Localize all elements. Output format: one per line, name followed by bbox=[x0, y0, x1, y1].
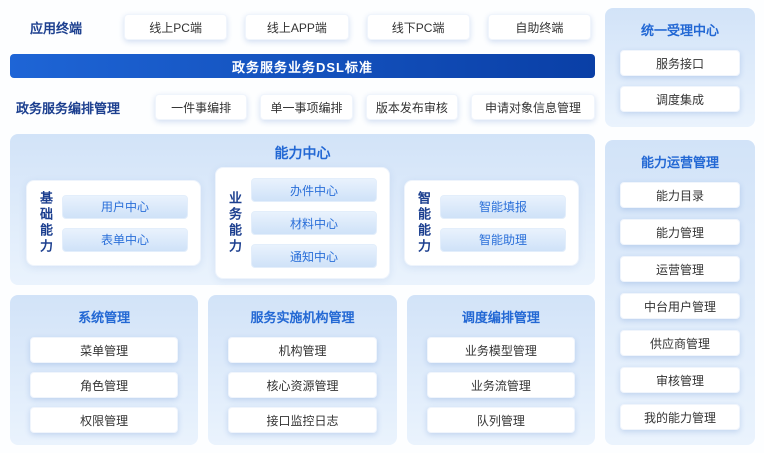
terminals-label: 应用终端 bbox=[30, 20, 83, 36]
terminal-item-self-service: 自助终端 bbox=[487, 14, 591, 40]
module-queue-management: 队列管理 bbox=[426, 407, 575, 433]
group-label-intelligent: 智能能力 bbox=[416, 191, 431, 255]
terminal-item-online-app: 线上APP端 bbox=[245, 14, 349, 40]
panel-items: 服务接口 调度集成 bbox=[620, 50, 740, 112]
module-business-model-management: 业务模型管理 bbox=[426, 337, 575, 363]
capability-group-business: 业务能力 办件中心 材料中心 通知中心 bbox=[215, 167, 390, 279]
bottom-panels-row: 系统管理 菜单管理 角色管理 权限管理 服务实施机构管理 机构管理 核心资源管理… bbox=[10, 295, 595, 445]
module-dispatch-integration: 调度集成 bbox=[620, 86, 740, 112]
panel-title: 系统管理 bbox=[78, 310, 131, 325]
panel-title: 能力运营管理 bbox=[640, 155, 719, 170]
module-capability-catalog: 能力目录 bbox=[620, 182, 740, 208]
panel-title: 统一受理中心 bbox=[640, 23, 719, 38]
main-column: 应用终端 线上PC端 线上APP端 线下PC端 自助终端 政务服务业务DSL标准… bbox=[10, 8, 595, 445]
panel-title: 服务实施机构管理 bbox=[250, 310, 355, 325]
group-items: 办件中心 材料中心 通知中心 bbox=[251, 178, 377, 268]
orchestration-item-single-matter: 单一事项编排 bbox=[260, 94, 353, 120]
panel-schedule-orchestration: 调度编排管理 业务模型管理 业务流管理 队列管理 bbox=[406, 295, 595, 445]
orchestration-item-applicant-info: 申请对象信息管理 bbox=[471, 94, 595, 120]
module-midplatform-user-management: 中台用户管理 bbox=[620, 293, 740, 319]
panel-system-management: 系统管理 菜单管理 角色管理 权限管理 bbox=[10, 295, 199, 445]
panel-capability-operations: 能力运营管理 能力目录 能力管理 运营管理 中台用户管理 供应商管理 审核管理 … bbox=[605, 140, 755, 445]
capability-group-basic: 基础能力 用户中心 表单中心 bbox=[26, 180, 201, 266]
module-my-capability-management: 我的能力管理 bbox=[620, 404, 740, 430]
module-org-management: 机构管理 bbox=[228, 337, 377, 363]
terminals-row: 应用终端 线上PC端 线上APP端 线下PC端 自助终端 bbox=[10, 14, 595, 40]
right-column: 统一受理中心 服务接口 调度集成 能力运营管理 能力目录 能力管理 运营管理 中… bbox=[605, 8, 755, 445]
capability-center-title: 能力中心 bbox=[274, 145, 331, 161]
module-service-interface: 服务接口 bbox=[620, 50, 740, 76]
module-business-flow-management: 业务流管理 bbox=[426, 372, 575, 398]
panel-items: 能力目录 能力管理 运营管理 中台用户管理 供应商管理 审核管理 我的能力管理 bbox=[620, 182, 740, 430]
panel-items: 菜单管理 角色管理 权限管理 bbox=[30, 337, 179, 433]
panel-service-org-management: 服务实施机构管理 机构管理 核心资源管理 接口监控日志 bbox=[208, 295, 397, 445]
module-supplier-management: 供应商管理 bbox=[620, 330, 740, 356]
capability-item-form-center: 表单中心 bbox=[62, 227, 188, 252]
group-items: 用户中心 表单中心 bbox=[62, 194, 188, 252]
capability-item-case-center: 办件中心 bbox=[251, 178, 377, 202]
group-label-business: 业务能力 bbox=[227, 191, 242, 255]
panel-unified-acceptance: 统一受理中心 服务接口 调度集成 bbox=[605, 8, 755, 127]
module-core-resource-management: 核心资源管理 bbox=[228, 372, 377, 398]
capability-item-notice-center: 通知中心 bbox=[251, 244, 377, 268]
module-operations-management: 运营管理 bbox=[620, 256, 740, 282]
terminal-item-offline-pc: 线下PC端 bbox=[366, 14, 470, 40]
orchestration-item-version-review: 版本发布审核 bbox=[365, 94, 459, 120]
capability-groups: 基础能力 用户中心 表单中心 业务能力 办件中心 材料中心 通知中心 智能能 bbox=[26, 167, 579, 279]
group-items: 智能填报 智能助理 bbox=[440, 194, 566, 252]
module-permission-management: 权限管理 bbox=[30, 407, 179, 433]
capability-group-intelligent: 智能能力 智能填报 智能助理 bbox=[404, 180, 579, 266]
capability-item-user-center: 用户中心 bbox=[62, 194, 188, 219]
module-menu-management: 菜单管理 bbox=[30, 337, 179, 363]
group-label-basic: 基础能力 bbox=[38, 191, 53, 255]
module-api-monitor-log: 接口监控日志 bbox=[228, 407, 377, 433]
panel-items: 机构管理 核心资源管理 接口监控日志 bbox=[228, 337, 377, 433]
capability-item-smart-fill: 智能填报 bbox=[440, 194, 566, 219]
module-capability-management: 能力管理 bbox=[620, 219, 740, 245]
orchestration-row: 政务服务编排管理 一件事编排 单一事项编排 版本发布审核 申请对象信息管理 bbox=[10, 94, 595, 120]
module-role-management: 角色管理 bbox=[30, 372, 179, 398]
orchestration-item-one-thing: 一件事编排 bbox=[155, 94, 248, 120]
orchestration-label: 政务服务编排管理 bbox=[16, 100, 121, 116]
capability-center-panel: 能力中心 基础能力 用户中心 表单中心 业务能力 办件中心 材料中心 通知中心 bbox=[10, 134, 595, 285]
capability-item-smart-assistant: 智能助理 bbox=[440, 227, 566, 252]
module-review-management: 审核管理 bbox=[620, 367, 740, 393]
dsl-standard-banner: 政务服务业务DSL标准 bbox=[10, 54, 595, 78]
panel-items: 业务模型管理 业务流管理 队列管理 bbox=[426, 337, 575, 433]
panel-title: 调度编排管理 bbox=[461, 310, 540, 325]
terminal-item-online-pc: 线上PC端 bbox=[124, 14, 228, 40]
capability-item-material-center: 材料中心 bbox=[251, 211, 377, 235]
